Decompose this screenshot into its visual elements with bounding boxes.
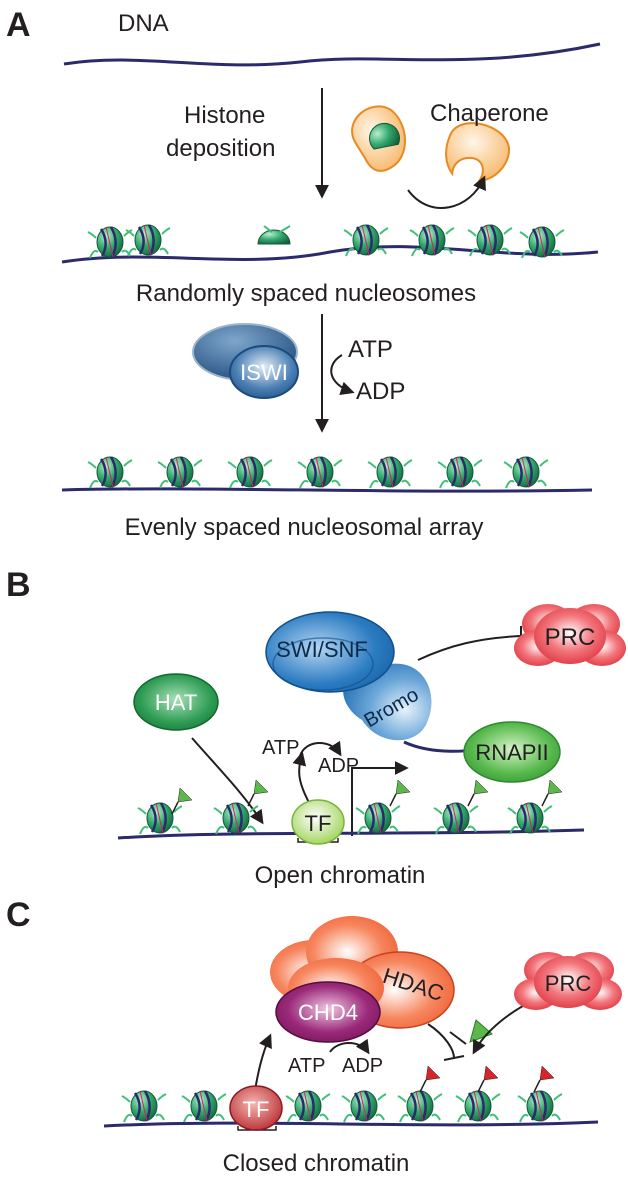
atp-to-adp-arrow-c <box>329 1038 370 1055</box>
acetyl-inhibition-bar <box>449 1031 467 1045</box>
hdac-inhibition-line <box>427 1023 455 1059</box>
nucleosome-random <box>409 224 455 257</box>
rnapii-complex <box>463 721 561 783</box>
closed-caption: Closed chromatin <box>222 1150 410 1177</box>
nucleosome-closed <box>181 1090 227 1123</box>
prc-label-b: PRC <box>544 624 596 651</box>
dna-closed <box>103 1120 599 1128</box>
acetyl-flag <box>389 779 411 807</box>
nucleosome-even <box>367 456 413 489</box>
tf-closed <box>229 1085 283 1131</box>
acetyl-flag-removed <box>469 1019 493 1043</box>
nucleosome-random <box>343 224 389 257</box>
nucleosome-random <box>519 226 565 259</box>
acetyl-flag <box>171 787 193 815</box>
nucleosome-even <box>503 456 549 489</box>
hat-arrow <box>191 737 264 825</box>
methyl-flag <box>419 1065 441 1093</box>
nucleosome-closed <box>517 1090 563 1123</box>
nucleosome-closed <box>285 1090 331 1123</box>
nucleosome-random <box>87 226 133 259</box>
atp-label-a: ATP <box>348 336 393 363</box>
hat-enzyme <box>133 673 219 731</box>
acetyl-flag <box>247 779 269 807</box>
atp-label-b: ATP <box>262 737 300 759</box>
adp-label-a: ADP <box>356 378 406 405</box>
acetyl-flag <box>541 779 563 807</box>
nucleosome-open <box>355 802 401 835</box>
methyl-flag <box>533 1065 555 1093</box>
chaperone-release-arrow <box>407 175 486 209</box>
dna-strand-top <box>63 42 601 67</box>
even-caption: Evenly spaced nucleosomal array <box>124 514 484 541</box>
tf-to-swisnf-arrow <box>292 751 313 809</box>
chd4-label: CHD4 <box>298 1000 358 1025</box>
chaperone-empty <box>445 122 510 182</box>
methyl-flag <box>477 1065 499 1093</box>
nucleosome-open <box>507 802 553 835</box>
nucleosome-even <box>157 456 203 489</box>
hdac-inhibition-bar <box>443 1055 465 1061</box>
nucleosome-even <box>297 456 343 489</box>
chaperone-label: Chaperone <box>430 100 549 127</box>
nucleosome-closed <box>341 1090 387 1123</box>
histone-label: Histone <box>184 102 266 129</box>
nucleosome-even <box>437 456 483 489</box>
nucleosome-random <box>125 224 171 257</box>
hat-label: HAT <box>154 690 198 715</box>
adp-label-c: ADP <box>342 1055 384 1077</box>
nucleosome-even <box>227 456 273 489</box>
nucleosome-closed <box>455 1090 501 1123</box>
atp-to-adp-arrow-a <box>330 354 355 396</box>
open-caption: Open chromatin <box>254 862 426 889</box>
panel-letter-c: C <box>6 896 31 934</box>
swisnf-label: SWI/SNF <box>276 637 368 662</box>
panel-letter-b: B <box>6 566 31 604</box>
nucleosome-closed <box>397 1090 443 1123</box>
dna-label: DNA <box>118 10 169 37</box>
swisnf-complex <box>265 611 432 741</box>
nucleosome-open <box>137 802 183 835</box>
chaperone-with-histone <box>351 105 406 172</box>
prc-complex-c <box>514 952 622 1010</box>
chd4-complex <box>275 981 381 1043</box>
prc-label-c: PRC <box>544 971 592 996</box>
iswi-complex <box>192 323 299 399</box>
acetyl-flag <box>467 779 489 807</box>
iswi-label: ISWI <box>240 360 288 385</box>
adp-label-b: ADP <box>318 755 360 777</box>
nucleosome-even <box>87 456 133 489</box>
partial-nucleosome <box>257 225 291 245</box>
prc-complex-b <box>514 604 626 666</box>
nucleosome-open <box>213 802 259 835</box>
nucleosome-random <box>467 224 513 257</box>
tss-arrow <box>351 761 409 836</box>
nucleosome-layer <box>87 224 565 1123</box>
dna-even <box>61 487 593 493</box>
nucleosome-open <box>433 802 479 835</box>
atp-label-c: ATP <box>288 1055 326 1077</box>
nucleosome-closed <box>121 1090 167 1123</box>
panel-letter-a: A <box>6 6 31 44</box>
tf-open <box>291 799 345 845</box>
random-caption: Randomly spaced nucleosomes <box>135 280 477 307</box>
prc-inhibition-line-b <box>417 635 521 661</box>
tf-label-c: TF <box>242 1097 270 1122</box>
rnapii-label: RNAPII <box>475 740 549 765</box>
deposition-label: deposition <box>166 135 276 162</box>
tf-label-b: TF <box>304 811 332 836</box>
